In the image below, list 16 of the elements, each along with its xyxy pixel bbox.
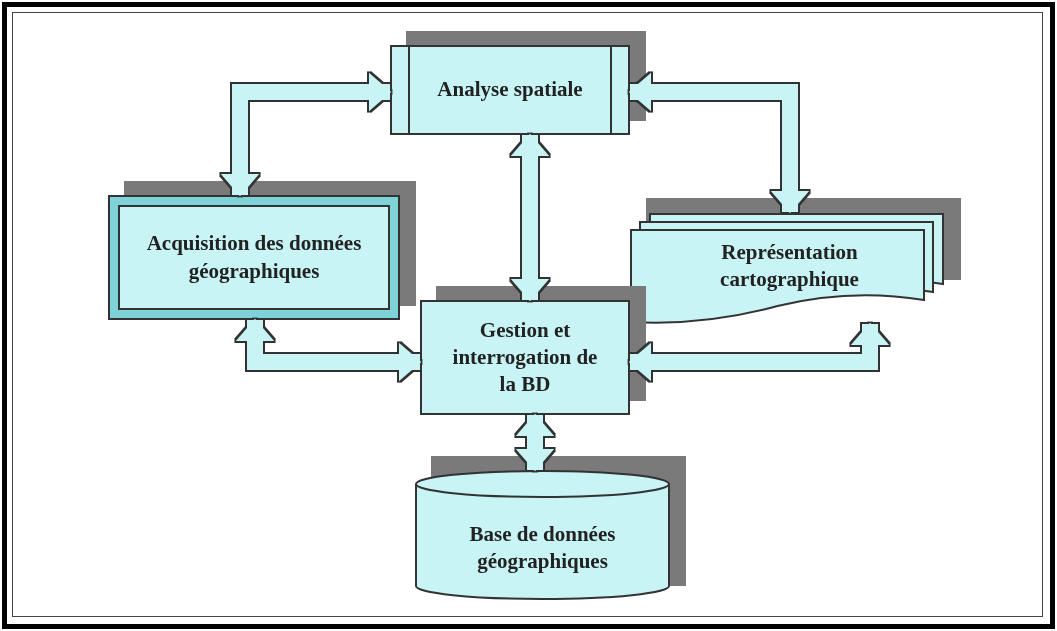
input-box [108, 195, 400, 320]
node-label: Analyse spatiale [437, 76, 583, 104]
node-label: Acquisition des données géographiques [145, 230, 363, 285]
double-arrow [236, 319, 421, 381]
double-arrow [221, 73, 391, 196]
process-box [390, 45, 630, 135]
double-arrow [629, 323, 889, 381]
document-stack [630, 212, 945, 324]
double-arrow [511, 134, 549, 301]
node-label: Représentation cartographique [719, 238, 860, 293]
node-label: Base de données géographiques [468, 520, 617, 575]
node-label: Gestion et interrogation de la BD [451, 316, 599, 399]
process-box [420, 300, 630, 415]
database-cylinder [415, 470, 670, 600]
double-arrow [516, 414, 554, 471]
double-arrow [629, 73, 809, 213]
